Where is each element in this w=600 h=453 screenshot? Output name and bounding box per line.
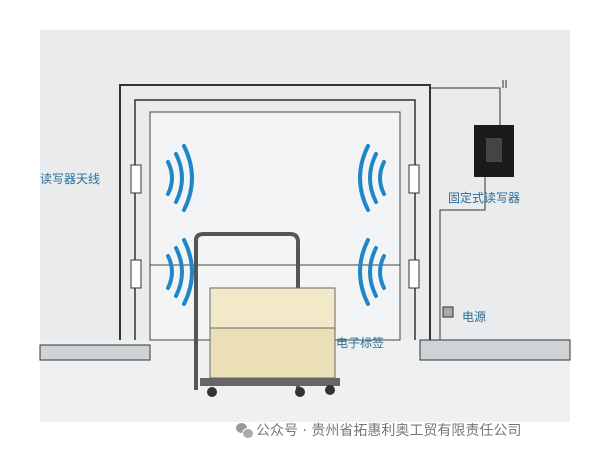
cart-wheel	[325, 385, 335, 395]
antenna-right-top	[408, 164, 420, 194]
door-frame-outer	[119, 84, 431, 340]
label-tag: 电子标签	[336, 336, 385, 350]
skirting-right	[419, 339, 571, 361]
antenna-left-bottom	[130, 259, 142, 289]
cart-wheel	[295, 387, 305, 397]
cart-handle	[194, 232, 300, 390]
label-antenna: 读写器天线	[40, 172, 101, 186]
antenna-left-top	[130, 164, 142, 194]
reader-panel	[486, 138, 502, 162]
power-wire	[439, 175, 570, 341]
cart-wheel	[207, 387, 217, 397]
radio-waves	[166, 144, 386, 306]
power-outlet	[442, 306, 454, 318]
watermark: 公众号 · 贵州省拓惠利奥工贸有限责任公司	[236, 420, 521, 440]
label-fixed-reader: 固定式读写器	[448, 191, 521, 205]
door-frame-inner	[134, 99, 416, 340]
skirting-left	[39, 344, 151, 361]
watermark-text: 公众号 · 贵州省拓惠利奥工贸有限责任公司	[256, 423, 522, 439]
label-power: 电源	[462, 310, 487, 324]
box-bottom	[209, 327, 336, 379]
reader-wires	[430, 80, 507, 125]
cart-base	[200, 378, 340, 386]
antenna-right-bottom	[408, 259, 420, 289]
box-top	[209, 287, 336, 329]
wechat-icon	[236, 423, 254, 439]
